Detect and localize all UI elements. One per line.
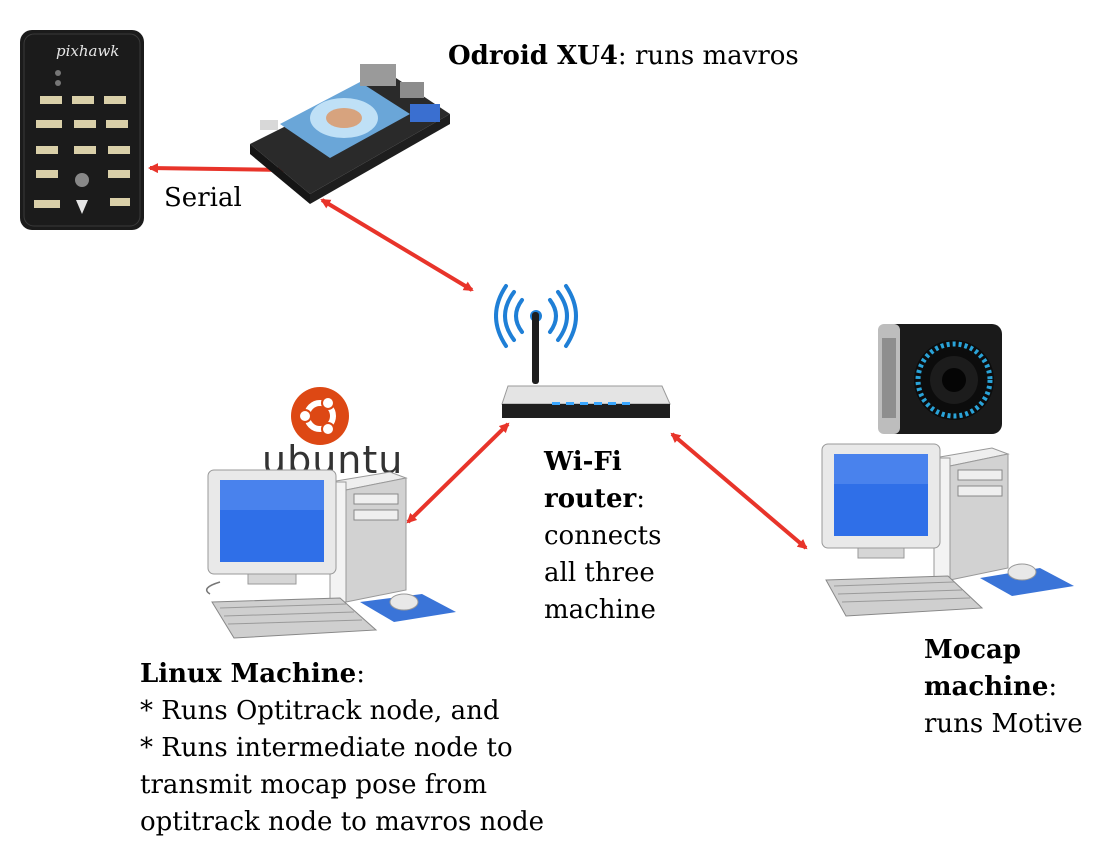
linux-line-2: * Runs intermediate node to xyxy=(140,733,513,763)
linux-title: Linux Machine xyxy=(140,659,357,689)
wifi-waves-icon xyxy=(494,284,578,348)
wifi-router-image xyxy=(494,284,671,418)
pixhawk-logo: pixhawk xyxy=(56,42,119,60)
pixhawk-board-image: pixhawk xyxy=(20,30,144,230)
mocap-title-line1: Mocap xyxy=(924,635,1021,665)
linux-caption: Linux Machine: * Runs Optitrack node, an… xyxy=(140,656,544,841)
odroid-router-arrow xyxy=(320,198,474,292)
router-linux-arrow xyxy=(406,422,510,524)
odroid-title: Odroid XU4 xyxy=(448,41,618,71)
serial-arrow xyxy=(148,163,288,175)
linux-line-4: optitrack node to mavros node xyxy=(140,807,545,837)
linux-line-3: transmit mocap pose from xyxy=(140,770,488,800)
mocap-camera-image xyxy=(878,324,1002,434)
odroid-board-image xyxy=(250,64,450,204)
router-mocap-arrow xyxy=(670,432,808,550)
odroid-description: : runs mavros xyxy=(617,41,799,71)
router-line-3: machine xyxy=(544,595,656,625)
router-title-line2: router xyxy=(544,484,637,514)
mocap-title-colon: : xyxy=(1048,672,1058,702)
router-line-2: all three xyxy=(544,558,655,588)
linux-computer-image xyxy=(205,469,456,639)
router-line-1: connects xyxy=(544,521,662,551)
linux-line-1: * Runs Optitrack node, and xyxy=(140,696,500,726)
ubuntu-circle-icon xyxy=(291,387,349,445)
router-caption: Wi-Fi router: connects all three machine xyxy=(544,444,661,629)
mocap-caption: Mocap machine: runs Motive xyxy=(924,632,1083,743)
serial-label: Serial xyxy=(164,183,242,213)
router-title-line1: Wi-Fi xyxy=(544,447,622,477)
router-title-colon: : xyxy=(636,484,645,514)
odroid-caption: Odroid XU4: runs mavros xyxy=(448,38,799,75)
linux-title-colon: : xyxy=(356,659,365,689)
mocap-line-1: runs Motive xyxy=(924,709,1083,739)
mocap-computer-image xyxy=(821,443,1074,617)
mocap-title-line2: machine xyxy=(924,672,1049,702)
